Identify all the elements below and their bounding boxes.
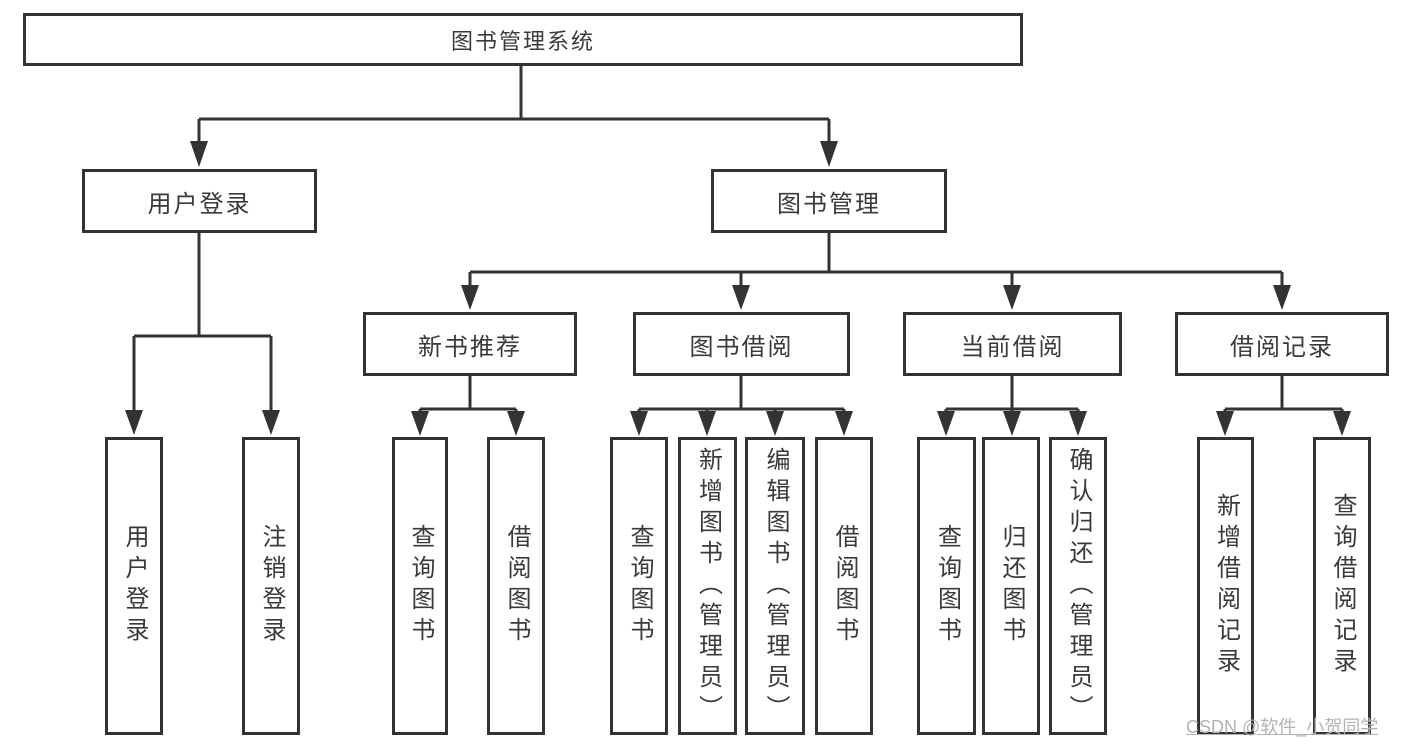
connector-login-children	[125, 231, 280, 435]
arrowhead	[937, 411, 955, 436]
connector-records-children	[1216, 374, 1351, 436]
node-book-management: 图书管理	[711, 169, 947, 233]
arrowhead	[461, 285, 479, 310]
arrowhead	[507, 411, 525, 436]
arrowhead	[1069, 411, 1087, 436]
node-borrowing-records: 借阅记录	[1175, 312, 1389, 376]
leaf-query-books-current: 查询图书	[917, 437, 976, 735]
leaf-query-borrow-record: 查询借阅记录	[1313, 437, 1371, 735]
arrowhead	[835, 411, 853, 436]
node-label: 确认归还（管理员）	[1065, 446, 1092, 726]
leaf-query-books-borrow: 查询图书	[610, 437, 668, 735]
node-label: 当前借阅	[960, 333, 1065, 361]
node-label: 用户登录	[147, 190, 252, 218]
node-library-management-system: 图书管理系统	[23, 13, 1023, 66]
node-current-borrowing: 当前借阅	[903, 312, 1122, 376]
arrowhead	[766, 411, 784, 436]
node-label: 图书管理	[777, 190, 881, 218]
connector-management-to-sections	[461, 231, 1291, 310]
node-label: 归还图书	[998, 524, 1025, 648]
arrowhead	[190, 141, 208, 167]
arrowhead	[1216, 411, 1234, 436]
arrowhead	[1003, 285, 1021, 310]
node-book-borrowing: 图书借阅	[633, 312, 850, 376]
leaf-return-books: 归还图书	[982, 437, 1040, 735]
arrowhead	[1273, 285, 1291, 310]
node-label: 新增图书（管理员）	[694, 446, 722, 726]
leaf-query-books-recommend: 查询图书	[392, 437, 448, 735]
node-label: 借阅图书	[831, 524, 858, 648]
leaf-edit-books-admin: 编辑图书（管理员）	[745, 437, 805, 735]
node-label: 新增借阅记录	[1212, 493, 1240, 679]
leaf-borrow-books: 借阅图书	[815, 437, 873, 735]
node-label: 用户登录	[121, 524, 148, 648]
connector-borrow-children	[630, 374, 853, 436]
csdn-watermark: CSDN @软件_小贺同学	[1186, 717, 1379, 737]
node-user-login: 用户登录	[82, 169, 317, 233]
node-label: 图书借阅	[689, 333, 794, 361]
connector-root-to-level2	[190, 65, 838, 167]
node-label: 编辑图书（管理员）	[762, 446, 789, 726]
node-label: 注销登录	[258, 524, 285, 648]
leaf-add-borrow-record: 新增借阅记录	[1197, 437, 1254, 735]
leaf-add-books-admin: 新增图书（管理员）	[678, 437, 737, 735]
node-label: 查询借阅记录	[1329, 493, 1356, 679]
arrowhead	[1003, 411, 1021, 436]
arrowhead	[698, 411, 716, 436]
leaf-user-login: 用户登录	[105, 437, 163, 735]
node-label: 查询图书	[933, 524, 961, 648]
leaf-borrow-books-recommend: 借阅图书	[487, 437, 545, 735]
arrowhead	[630, 411, 648, 436]
leaf-confirm-return-admin: 确认归还（管理员）	[1049, 437, 1107, 735]
node-label: 图书管理系统	[450, 28, 595, 54]
node-new-book-recommend: 新书推荐	[363, 312, 577, 376]
arrowhead	[820, 141, 838, 167]
arrowhead	[732, 285, 750, 310]
node-label: 查询图书	[407, 524, 434, 648]
node-label: 借阅图书	[503, 524, 530, 648]
node-label: 新书推荐	[418, 333, 522, 361]
connector-current-children	[937, 374, 1087, 436]
arrowhead	[125, 410, 143, 435]
arrowhead	[262, 410, 280, 435]
node-label: 查询图书	[626, 524, 653, 648]
connector-recommend-children	[411, 374, 525, 436]
node-label: 借阅记录	[1230, 333, 1334, 361]
leaf-logout: 注销登录	[242, 437, 300, 735]
arrowhead	[1333, 411, 1351, 436]
arrowhead	[411, 411, 429, 436]
